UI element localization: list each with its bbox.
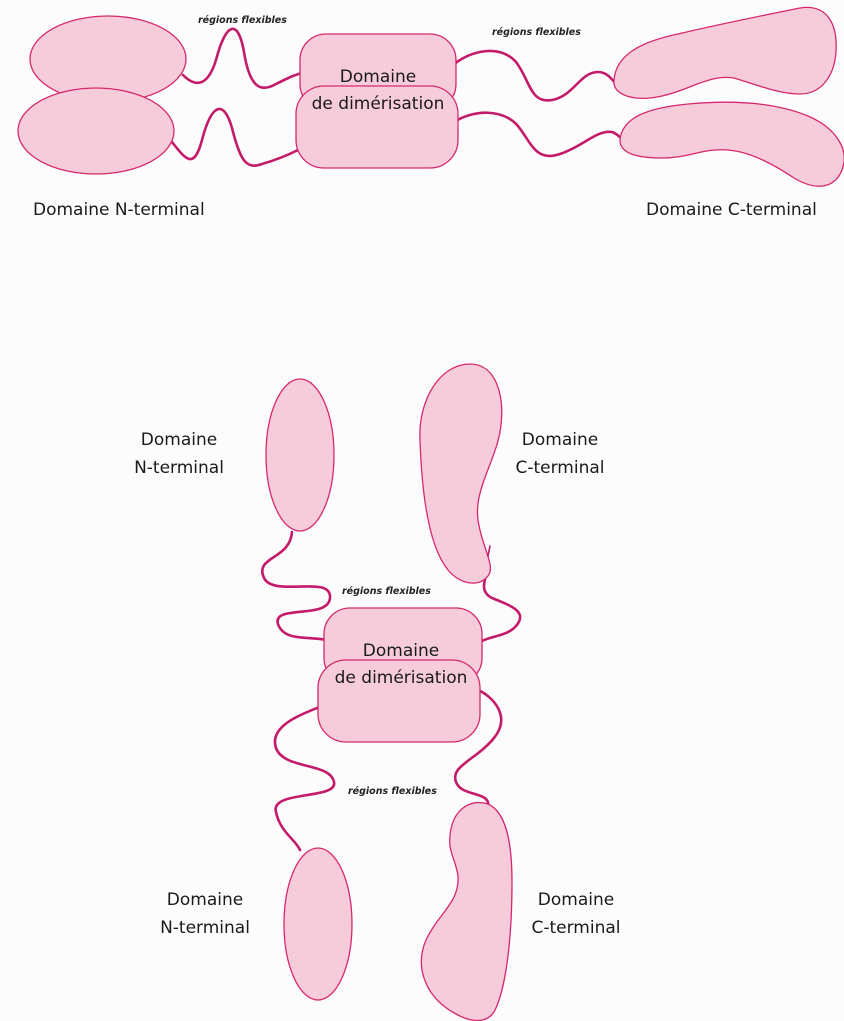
top-flexible-regions-label-left: régions flexibles: [198, 15, 287, 26]
bottom-n-terminal-top-label-line2: N-terminal: [120, 454, 238, 482]
bottom-c-terminal-top-label-line1: Domaine: [502, 426, 618, 454]
bottom-n-terminal-top-label: Domaine N-terminal: [120, 426, 238, 482]
top-c-terminal-label: Domaine C-terminal: [646, 196, 817, 224]
bottom-n-terminal-domain-bottom: [284, 848, 352, 1000]
bottom-n-terminal-bottom-label: Domaine N-terminal: [146, 886, 264, 942]
top-linker-c2: [454, 113, 624, 156]
top-c-terminal-domain-2: [620, 102, 844, 186]
bottom-c-terminal-top-label: Domaine C-terminal: [502, 426, 618, 482]
bottom-dimerisation-label-line2: de dimérisation: [318, 665, 484, 692]
top-c-terminal-domain-1: [614, 7, 836, 98]
top-dimerisation-label-line1: Domaine: [300, 64, 456, 91]
bottom-c-terminal-top-label-line2: C-terminal: [502, 454, 618, 482]
top-linker-c1: [452, 51, 618, 100]
top-dimerisation-label: Domaine de dimérisation: [300, 64, 456, 118]
bottom-c-terminal-domain-bottom: [421, 802, 512, 1020]
bottom-dimerisation-label: Domaine de dimérisation: [318, 638, 484, 692]
bottom-dimerisation-label-line1: Domaine: [318, 638, 484, 665]
bottom-n-terminal-bottom-label-line2: N-terminal: [146, 914, 264, 942]
top-linker-n1: [183, 29, 306, 88]
bottom-n-terminal-domain-top: [266, 379, 334, 531]
top-dimerisation-label-line2: de dimérisation: [300, 91, 456, 118]
bottom-linker-n-top: [262, 532, 330, 640]
bottom-c-terminal-tick: [488, 546, 490, 556]
top-linker-n2: [172, 109, 298, 166]
top-flexible-regions-label-right: régions flexibles: [492, 27, 581, 38]
bottom-c-terminal-bottom-label-line2: C-terminal: [518, 914, 634, 942]
bottom-c-terminal-bottom-label-line1: Domaine: [518, 886, 634, 914]
bottom-flexible-regions-label-bottom: régions flexibles: [348, 786, 437, 797]
bottom-n-terminal-top-label-line1: Domaine: [120, 426, 238, 454]
top-n-terminal-domain-2: [18, 88, 174, 174]
bottom-n-terminal-bottom-label-line1: Domaine: [146, 886, 264, 914]
top-n-terminal-label: Domaine N-terminal: [33, 196, 205, 224]
bottom-flexible-regions-label-top: régions flexibles: [342, 586, 431, 597]
bottom-c-terminal-bottom-label: Domaine C-terminal: [518, 886, 634, 942]
